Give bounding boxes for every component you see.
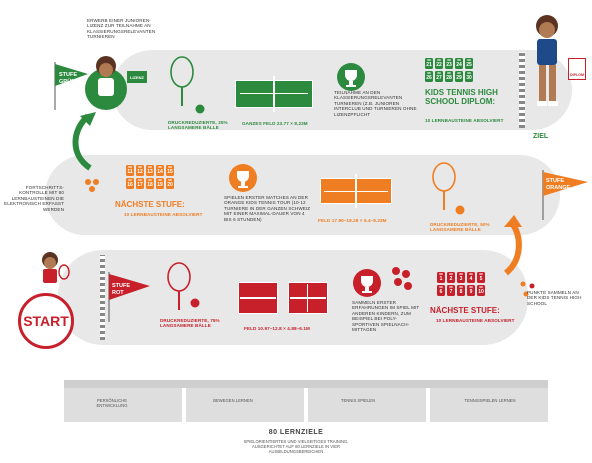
arrow-orange-icon [503, 215, 522, 276]
dots-trail-icon [520, 281, 535, 297]
ball-icon-red [190, 298, 200, 308]
tiles-red: 1 2 3 4 5 6 7 8 9 10 [437, 272, 485, 296]
court-red-2-net [290, 297, 326, 299]
tile: 9 [467, 285, 475, 296]
tile: 1 [437, 272, 445, 283]
tile: 15 [166, 165, 174, 176]
tile: 8 [457, 285, 465, 296]
tile: 5 [477, 272, 485, 283]
green-trophy-note: TEILNAHME AN DEN KLASSIERUNGSRELEVANTEN … [334, 90, 417, 117]
tiles-orange: 11 12 13 14 15 16 17 18 19 20 [126, 165, 174, 189]
tile: 21 [425, 58, 433, 69]
tile: 28 [445, 71, 453, 82]
child-figure-start [42, 252, 70, 283]
child-figure-goal [536, 15, 558, 106]
tile: 23 [445, 58, 453, 69]
diploma-card: DIPLOM [568, 58, 586, 80]
tile: 2 [447, 272, 455, 283]
tile: 20 [166, 178, 174, 189]
red-game-note: SAMMELN ERSTER ERFAHRUNGEN IM SPIEL MIT … [352, 300, 420, 333]
tile: 29 [455, 71, 463, 82]
tile: 11 [126, 165, 134, 176]
learning-area-label: PERSÖNLICHE ENTWICKLUNG [96, 398, 128, 408]
green-field-note: GANZES FELD 23.77 × 8.23m [242, 121, 308, 126]
red-field-note: FELD 10.97–12.8 × 4.88–6.1m [244, 326, 310, 331]
learning-area-box-2 [186, 388, 304, 422]
ball-cluster-red-icon [392, 267, 412, 290]
orange-flag [542, 170, 588, 220]
diploma-sub: 10 LERNBAUSTEINE ABSOLVIERT [425, 118, 504, 123]
tile: 25 [465, 58, 473, 69]
diploma-title: KIDS TENNIS HIGH SCHOOL DIPLOM: [425, 88, 498, 106]
goal-label: ZIEL [533, 133, 549, 140]
child-figure-green [96, 56, 116, 96]
tiles-green: 21 22 23 24 25 26 27 28 29 30 [425, 58, 473, 82]
learning-area-label: TENNISSPIELEN LERNEN [464, 398, 516, 403]
learning-area-box-1 [64, 388, 182, 422]
orange-match-note: SPIELEN ERSTER MATCHES AN DER ORANGE KID… [224, 195, 311, 222]
points-note: PUNKTE SAMMELN AN DER KIDS TENNIS HIGH S… [527, 290, 582, 306]
red-next-sub: 10 LERNBAUSTEINE ABSOLVIERT [436, 318, 515, 323]
tile: 14 [156, 165, 164, 176]
orange-field-note: FELD 17.90–18.29 × 6.4–8.23m [318, 218, 387, 223]
orange-next-title: NÄCHSTE STUFE: [115, 200, 185, 209]
trophy-icon-red [353, 269, 381, 297]
tile: 24 [455, 58, 463, 69]
stage-red-label: STUFE ROT [112, 283, 131, 296]
tile: 4 [467, 272, 475, 283]
orange-next-sub: 10 LERNBAUSTEINE ABSOLVIERT [124, 212, 203, 217]
trophy-icon-green [337, 63, 365, 91]
learning-area-box-3 [308, 388, 426, 422]
green-flag [54, 62, 88, 110]
tile: 17 [136, 178, 144, 189]
stage-orange-label: STUFE ORANGE [546, 178, 571, 191]
license-card: LIZENZ [127, 71, 147, 83]
red-flag [108, 272, 150, 322]
racket-icon-red [167, 262, 191, 310]
court-orange-line [324, 191, 388, 192]
orange-ball-note: DRUCKREDUZIERTE, 50% LANGSAMERE BÄLLE [430, 222, 490, 233]
green-ball-note: DRUCKREDUZIERTE, 25% LANGSAMERE BÄLLE [168, 120, 228, 131]
ball-cluster-green-icon [85, 179, 99, 192]
finish-strip [519, 52, 525, 128]
arrow-green-icon [72, 112, 96, 171]
tile: 19 [156, 178, 164, 189]
tile: 13 [146, 165, 154, 176]
learning-area-band [64, 380, 548, 388]
tile: 10 [477, 285, 485, 296]
red-next-title: NÄCHSTE STUFE: [430, 306, 500, 315]
stage-green-label: STUFE GRÜN [59, 72, 78, 85]
junior-license-note: ERWERB EINER JUNIOREN-LIZENZ ZUR TEILNAH… [87, 18, 156, 40]
tile: 30 [465, 71, 473, 82]
court-red-2-line [307, 284, 308, 312]
court-green-net [273, 76, 275, 112]
footer-text: SPIELORIENTIERTES UND VIELSEITIGES TRAIN… [243, 439, 349, 454]
ball-icon-green [195, 104, 205, 114]
learning-area-label: BEWEGEN LERNEN [213, 398, 253, 403]
tile: 7 [447, 285, 455, 296]
ball-icon-orange [455, 205, 465, 215]
tile: 27 [435, 71, 443, 82]
court-red-1-net [240, 297, 276, 299]
racket-icon-green [170, 56, 194, 106]
tile: 26 [425, 71, 433, 82]
learning-area-label: TENNIS SPIELEN [340, 398, 376, 403]
racket-icon-orange [432, 162, 456, 210]
learning-area-box-4 [430, 388, 548, 422]
track-top [112, 50, 572, 130]
progress-note: FORTSCHRITTS-KONTROLLE MIT 80 LERNBAUSTE… [4, 185, 64, 212]
red-ball-note: DRUCKREDUZIERTE, 75% LANGSAMERE BÄLLE [160, 318, 220, 329]
tile: 16 [126, 178, 134, 189]
tile: 22 [435, 58, 443, 69]
tile: 12 [136, 165, 144, 176]
tile: 18 [146, 178, 154, 189]
tile: 3 [457, 272, 465, 283]
tile: 6 [437, 285, 445, 296]
court-green-line [240, 93, 308, 94]
footer-title: 80 LERNZIELE [268, 429, 324, 436]
start-strip [100, 255, 105, 340]
start-badge: START [18, 293, 74, 349]
trophy-icon-orange [229, 164, 257, 192]
